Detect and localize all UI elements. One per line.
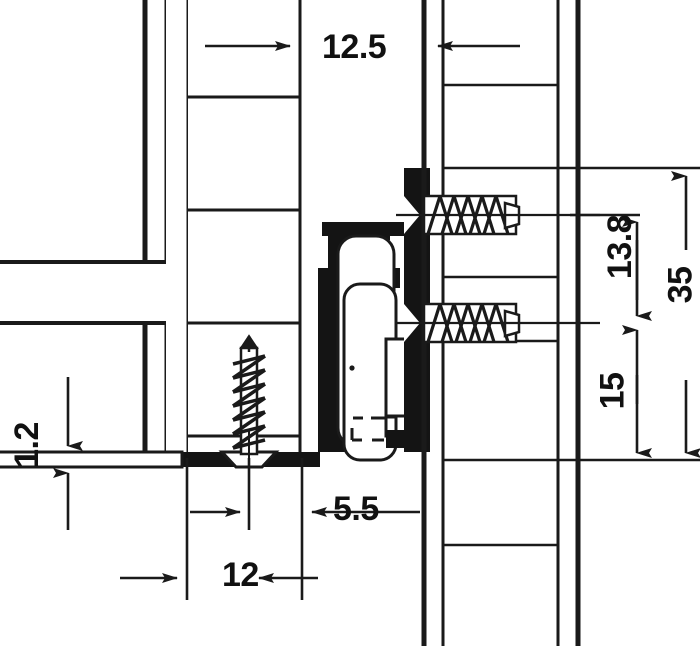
- dimension-5-5: [190, 458, 420, 600]
- screw-lower: [396, 302, 600, 344]
- screw-vertical: [218, 334, 280, 530]
- runner-carriage: [342, 282, 412, 462]
- dimension-label-15: 15: [593, 372, 632, 410]
- screw-upper: [396, 194, 600, 236]
- drawer-side-panel: [142, 0, 168, 452]
- dimension-label-13-8: 13.8: [601, 214, 640, 280]
- drawer-bottom-panel: [188, 0, 302, 452]
- dimension-1-2: [0, 377, 120, 530]
- dimension-label-12-5: 12.5: [322, 28, 387, 66]
- dimension-13-8: [570, 213, 652, 321]
- drawer-inner-wall: [166, 0, 190, 452]
- dimension-label-1-2: 1.2: [7, 422, 46, 468]
- dimension-label-5-5: 5.5: [333, 490, 379, 528]
- dimension-label-12: 12: [222, 556, 259, 594]
- dimension-12: [120, 458, 318, 600]
- dimension-12-5: [205, 0, 520, 60]
- dimension-label-35: 35: [661, 266, 700, 304]
